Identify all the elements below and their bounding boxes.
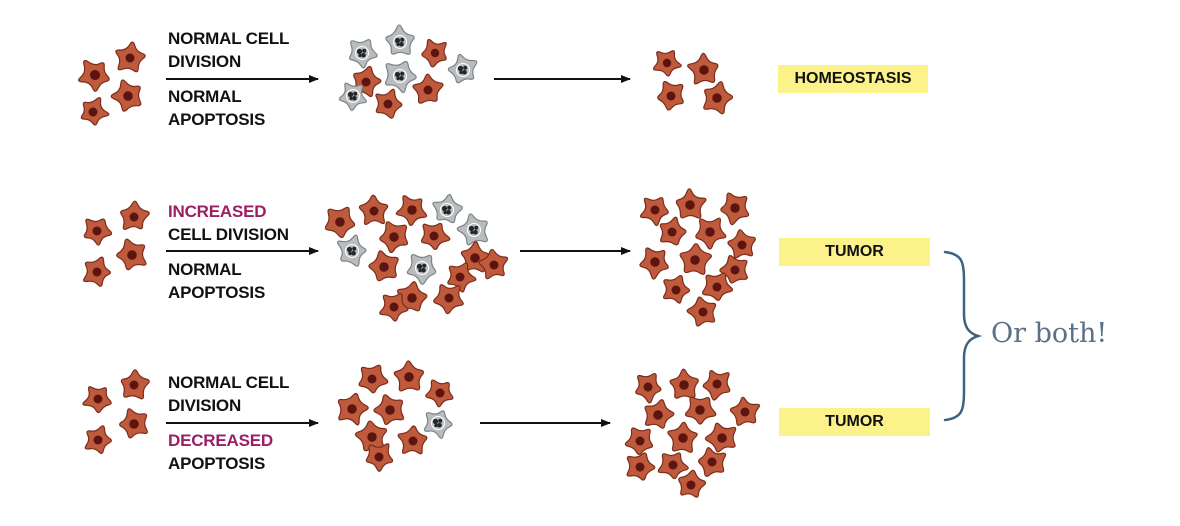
cell <box>720 192 750 226</box>
cell <box>368 250 399 282</box>
cell <box>702 370 731 401</box>
cell <box>373 394 405 425</box>
cell <box>83 256 111 287</box>
cell <box>684 396 717 425</box>
apoptotic-cell <box>406 253 437 285</box>
cell <box>82 386 112 414</box>
cell <box>695 217 727 250</box>
outcome-homeostasis: HOMEOSTASIS <box>778 65 928 93</box>
cell <box>115 41 146 73</box>
cell <box>120 369 150 400</box>
cell <box>702 272 734 301</box>
cell <box>635 373 662 404</box>
cell <box>698 447 727 477</box>
cell <box>337 392 369 426</box>
cell <box>324 206 356 239</box>
cell <box>669 368 699 399</box>
row-2-label: INCREASED CELL DIVISION NORMAL APOPTOSIS <box>168 200 289 304</box>
cell <box>667 421 698 453</box>
cell <box>652 50 682 77</box>
cell <box>478 248 509 280</box>
cell <box>704 422 737 453</box>
cell <box>626 452 656 481</box>
cell <box>624 427 654 456</box>
cell <box>686 296 717 327</box>
cell <box>639 247 669 280</box>
row-3-label-line-4: APOPTOSIS <box>168 454 266 473</box>
apoptotic-cell <box>423 410 453 439</box>
cell <box>675 188 707 219</box>
apoptotic-cell <box>384 60 417 94</box>
cell <box>84 425 112 454</box>
apoptotic-cell <box>447 53 478 84</box>
cell <box>110 79 142 112</box>
outcome-tumor-2: TUMOR <box>779 408 930 436</box>
cell <box>639 197 669 227</box>
cell <box>379 293 409 322</box>
cell <box>447 262 477 293</box>
cell <box>662 274 691 304</box>
cell <box>703 81 734 115</box>
apoptotic-cell <box>456 213 488 246</box>
cell <box>120 200 150 230</box>
row-3-label: NORMAL CELL DIVISION DECREASED APOPTOSIS <box>168 371 289 475</box>
row-1-label-line-2: DIVISION <box>168 52 242 71</box>
apoptotic-cell <box>337 234 367 267</box>
row-2-label-line-3: NORMAL <box>168 260 242 279</box>
outcome-tumor-1: TUMOR <box>779 238 930 266</box>
cell <box>358 364 389 394</box>
cell <box>80 96 110 126</box>
cell <box>365 443 394 472</box>
row-1-label-line-1: NORMAL CELL <box>168 29 290 48</box>
cell <box>644 399 675 429</box>
row-2-label-line-2: CELL DIVISION <box>168 225 289 244</box>
cell <box>78 59 110 92</box>
cell <box>729 396 761 426</box>
cell <box>119 408 148 439</box>
cell <box>687 52 719 85</box>
cell <box>727 229 756 259</box>
row-3-label-line-2: DIVISION <box>168 396 242 415</box>
apoptotic-cell <box>432 194 463 224</box>
cell <box>396 281 428 312</box>
apoptotic-cell <box>385 24 415 55</box>
cell <box>421 38 447 68</box>
row-3-label-line-3: DECREASED <box>168 431 273 450</box>
cell <box>657 80 684 111</box>
cell <box>420 222 451 250</box>
cell <box>358 194 389 226</box>
cell <box>659 216 687 246</box>
cell <box>83 218 113 246</box>
row-2-label-line-4: APOPTOSIS <box>168 283 266 302</box>
cell <box>375 88 403 119</box>
or-both-label: Or both! <box>991 318 1108 349</box>
cell <box>425 379 454 408</box>
apoptotic-cell <box>338 82 367 111</box>
cell <box>679 243 712 275</box>
cell <box>678 469 707 498</box>
curly-brace <box>943 250 983 422</box>
cell <box>379 221 409 254</box>
row-3-label-line-1: NORMAL CELL <box>168 373 290 392</box>
cell <box>393 360 425 392</box>
cell <box>433 284 464 315</box>
row-2-label-line-1: INCREASED <box>168 202 267 221</box>
row-1-label-line-3: NORMAL <box>168 87 242 106</box>
cell <box>397 425 428 455</box>
cell <box>719 254 748 284</box>
cell <box>116 238 147 271</box>
row-1-label-line-4: APOPTOSIS <box>168 110 266 129</box>
cell <box>395 195 428 226</box>
cell <box>412 73 444 104</box>
cell <box>657 452 689 480</box>
apoptotic-cell <box>348 39 378 69</box>
row-1-label: NORMAL CELL DIVISION NORMAL APOPTOSIS <box>168 27 289 131</box>
